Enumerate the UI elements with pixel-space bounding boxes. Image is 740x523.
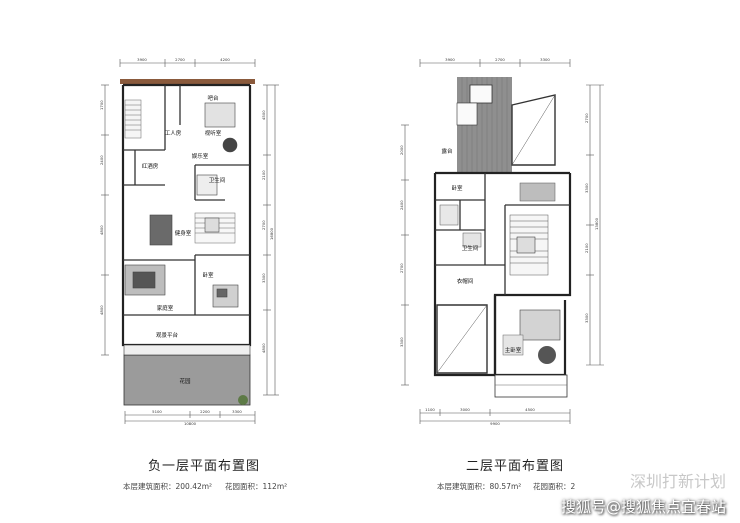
dim-left-1: 1700 (99, 100, 104, 110)
dim-top-3-2f: 3300 (540, 57, 550, 62)
basement-floor-plan: 吧台 视听室 工人房 娱乐室 红酒房 卫生间 健身室 卧室 家庭室 观景平台 花… (95, 55, 280, 426)
dim-left-3: 4800 (99, 225, 104, 235)
dim-bottom-2: 2200 (200, 409, 210, 414)
room-label-study: 视听室 (205, 129, 222, 137)
room-label-garden: 花园 (179, 377, 191, 385)
basement-floor-area: 本层建筑面积：200.42m² (123, 482, 213, 491)
dim-bottom-2-2f: 3000 (460, 407, 470, 412)
dim-top-1: 3900 (137, 57, 147, 62)
room-label-bath-2f: 卫生间 (462, 244, 479, 252)
second-floor-plan: 露台 卧室 卫生间 衣帽间 主卧室 3900 2700 3300 1100 30… (395, 55, 615, 426)
room-label-bedroom-2f: 卧室 (451, 184, 463, 192)
dim-right-3-2f: 2100 (584, 243, 589, 253)
basement-plan-title: 负一层平面布置图 (148, 459, 261, 474)
room-label-wine: 红酒房 (142, 162, 159, 170)
room-label-master: 主卧室 (505, 346, 522, 354)
dim-right-1-2f: 2700 (584, 113, 589, 123)
dim-bottom-3-2f: 4500 (525, 407, 535, 412)
second-floor-area: 本层建筑面积：80.57m² (437, 482, 522, 491)
dim-right-5: 4800 (261, 343, 266, 353)
room-label-family: 家庭室 (157, 304, 174, 312)
second-floor-plan-title: 二层平面布置图 (466, 459, 565, 474)
dim-left-3-2f: 2700 (399, 263, 404, 273)
room-label-gym: 健身室 (175, 229, 192, 237)
dim-right-2-2f: 3300 (584, 183, 589, 193)
room-label-bar: 吧台 (207, 94, 219, 102)
watermark-source: 搜狐号@搜狐焦点宜春站 (560, 498, 726, 516)
room-label-terrace: 观景平台 (156, 331, 179, 339)
dim-bottom-total: 10800 (184, 421, 197, 425)
dim-top-2: 2700 (175, 57, 185, 62)
dim-left-4: 4800 (99, 305, 104, 315)
dim-left-1-2f: 2000 (399, 145, 404, 155)
room-label-leisure: 娱乐室 (192, 152, 209, 160)
dim-top-1-2f: 3900 (445, 57, 455, 62)
second-floor-drawing: 露台 卧室 卫生间 衣帽间 主卧室 3900 2700 3300 1100 30… (399, 57, 604, 426)
second-garden-area: 花园面积：2 (533, 482, 576, 491)
dim-right-3: 2700 (261, 220, 266, 230)
dim-top-3: 4200 (220, 57, 230, 62)
dim-right-1: 4500 (261, 110, 266, 120)
dim-bottom-1-2f: 1100 (425, 407, 435, 412)
room-label-terrace-2f: 露台 (441, 147, 453, 155)
basement-garden-area: 花园面积：112m² (225, 482, 288, 491)
basement-plan-drawing: 吧台 视听室 工人房 娱乐室 红酒房 卫生间 健身室 卧室 家庭室 观景平台 花… (99, 57, 279, 426)
dim-right-total: 16800 (269, 227, 274, 240)
dim-bottom-total-2f: 9900 (490, 421, 500, 425)
watermark-account: 深圳打新计划 (629, 472, 726, 491)
dim-right-total-2f: 13800 (594, 217, 599, 230)
dim-left-4-2f: 3300 (399, 337, 404, 347)
dim-bottom-3: 3300 (232, 409, 242, 414)
room-label-closet: 衣帽间 (457, 277, 474, 285)
room-label-bath: 卫生间 (209, 176, 226, 184)
dim-bottom-1: 5100 (152, 409, 162, 414)
dim-left-2-2f: 2400 (399, 200, 404, 210)
dim-right-2: 2100 (261, 170, 266, 180)
dim-left-2: 2400 (99, 155, 104, 165)
room-label-bedroom: 卧室 (202, 271, 214, 279)
dim-right-4: 3300 (261, 273, 266, 283)
dim-right-4-2f: 3300 (584, 313, 589, 323)
room-label-staff: 工人房 (165, 129, 182, 137)
dim-top-2-2f: 2700 (495, 57, 505, 62)
